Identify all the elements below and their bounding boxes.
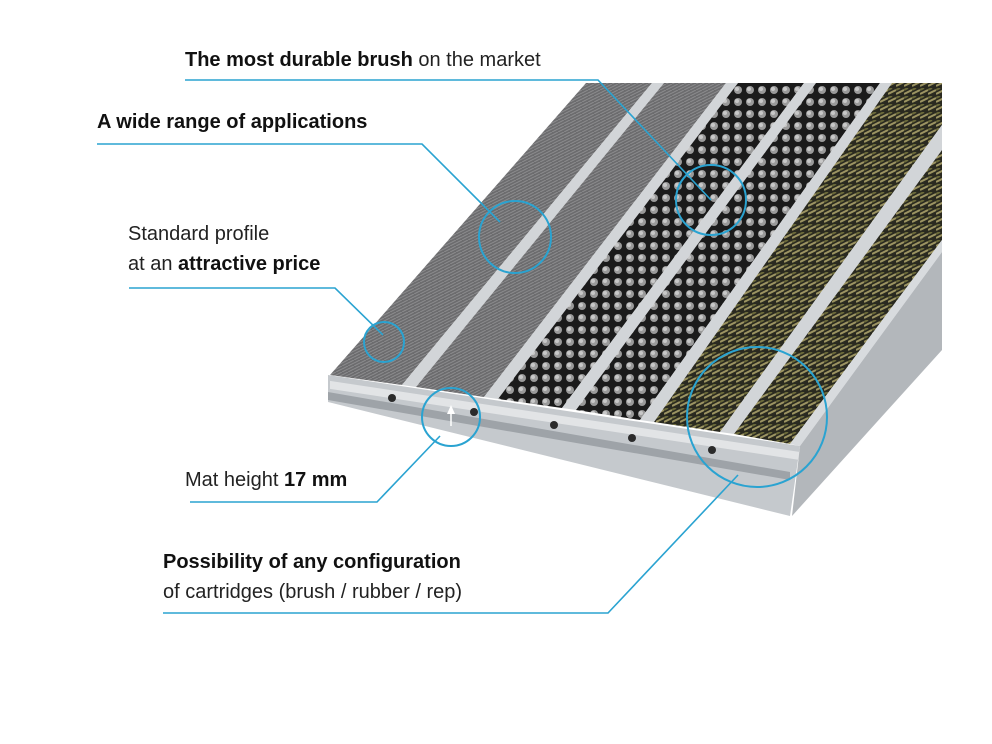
aluminium-edge: [790, 240, 942, 446]
callout-standard-line2-bold: attractive price: [178, 253, 321, 275]
callout-lines: [97, 79, 739, 614]
callout-durable: The most durable brush on the market: [185, 45, 541, 75]
callout-standard-line1: Standard profile: [128, 223, 270, 245]
circle-height: [421, 387, 481, 447]
leader-standard: [129, 287, 384, 336]
brush-cartridge-2: [416, 83, 726, 397]
callout-configuration: Possibility of any configuration of cart…: [163, 547, 462, 607]
aluminium-profile: [720, 125, 942, 434]
aluminium-profile: [562, 83, 816, 410]
circle-standard: [363, 321, 405, 363]
leader-applications: [97, 143, 501, 223]
callout-height-plain: Mat height: [185, 469, 284, 491]
leader-durable: [185, 79, 712, 201]
leader-configuration: [163, 474, 739, 614]
callout-standard: Standard profile at an attractive price: [128, 219, 320, 279]
circle-applications: [478, 200, 552, 274]
callout-applications: A wide range of applications: [97, 107, 367, 137]
callout-durable-bold: The most durable brush: [185, 49, 413, 71]
brush-cartridge-1: [330, 83, 652, 385]
callout-standard-line2-plain: at an: [128, 253, 179, 275]
circle-durable: [675, 164, 747, 236]
rubber-cartridge-1: [498, 83, 804, 408]
callout-durable-rest: on the market: [412, 49, 541, 71]
callout-configuration-bold: Possibility of any configuration: [163, 551, 461, 573]
aluminium-profile: [402, 83, 664, 387]
callout-standard-line2: at an attractive price: [128, 249, 320, 279]
highlight-circles: [363, 164, 828, 488]
mat-cartridges: [330, 83, 942, 446]
aluminium-profile: [640, 83, 892, 422]
front-profile: [328, 252, 942, 516]
circle-configuration: [686, 346, 828, 488]
callout-height-bold: 17 mm: [283, 469, 348, 491]
rep-cartridge-2: [734, 150, 942, 444]
up-arrow-icon: [447, 405, 455, 426]
callout-applications-bold: A wide range of applications: [97, 111, 368, 133]
rubber-cartridge-2: [576, 83, 880, 420]
callout-height: Mat height 17 mm: [185, 465, 347, 495]
rep-cartridge-1: [654, 83, 942, 432]
callout-configuration-line2: of cartridges (brush / rubber / rep): [163, 581, 463, 603]
leader-height: [190, 435, 441, 503]
